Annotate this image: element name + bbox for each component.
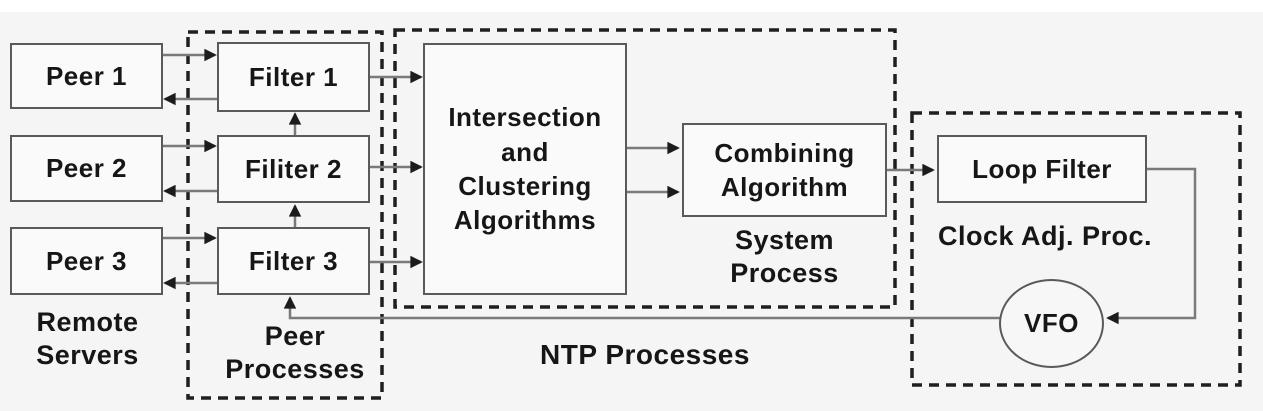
arrow-loop-filter-to-vfo xyxy=(1106,167,1197,325)
peer-processes-label: Peer Processes xyxy=(225,321,365,384)
combining-algorithm-label: Combining Algorithm xyxy=(714,137,855,202)
connector-arrows xyxy=(163,48,1197,325)
remote-servers-label: Remote Servers xyxy=(36,307,139,370)
ntp-processes-group-border xyxy=(393,28,897,309)
intersection-clustering-label: Intersection and Clustering Algorithms xyxy=(448,102,602,236)
peer-1-box: Peer 1 xyxy=(10,43,163,109)
filter-2-box: Filiter 2 xyxy=(217,135,370,203)
filter-3-label: Filter 3 xyxy=(248,245,339,276)
peer-3-box: Peer 3 xyxy=(10,227,163,295)
filter-2-label: Filiter 2 xyxy=(245,153,342,184)
system-process-label: System Process xyxy=(730,225,839,288)
peer-3-label: Peer 3 xyxy=(45,245,128,276)
peer-2-box: Peer 2 xyxy=(10,135,163,202)
peer-2-label: Peer 2 xyxy=(45,153,128,183)
filter-1-box: Filter 1 xyxy=(217,42,370,112)
peer-1-label: Peer 1 xyxy=(45,60,128,91)
clock-adjust-group-border xyxy=(910,111,1242,387)
combining-algorithm-box: Combining Algorithm xyxy=(682,123,887,217)
peer-processes-group-border xyxy=(186,30,384,400)
intersection-clustering-box: Intersection and Clustering Algorithms xyxy=(423,43,627,295)
filter-3-box: Filter 3 xyxy=(217,227,370,295)
clock-adjust-process-label: Clock Adj. Proc. xyxy=(937,221,1153,251)
arrow-vfo-feedback-to-filter3 xyxy=(283,296,1000,320)
vfo-label: VFO xyxy=(1024,308,1079,338)
filter-1-label: Filter 1 xyxy=(248,61,339,92)
ntp-processes-label: NTP Processes xyxy=(540,339,750,370)
vfo-node: VFO xyxy=(999,279,1104,368)
loop-filter-label: Loop Filter xyxy=(972,153,1112,184)
loop-filter-box: Loop Filter xyxy=(937,135,1147,203)
decorative-top-strip xyxy=(0,0,1263,12)
